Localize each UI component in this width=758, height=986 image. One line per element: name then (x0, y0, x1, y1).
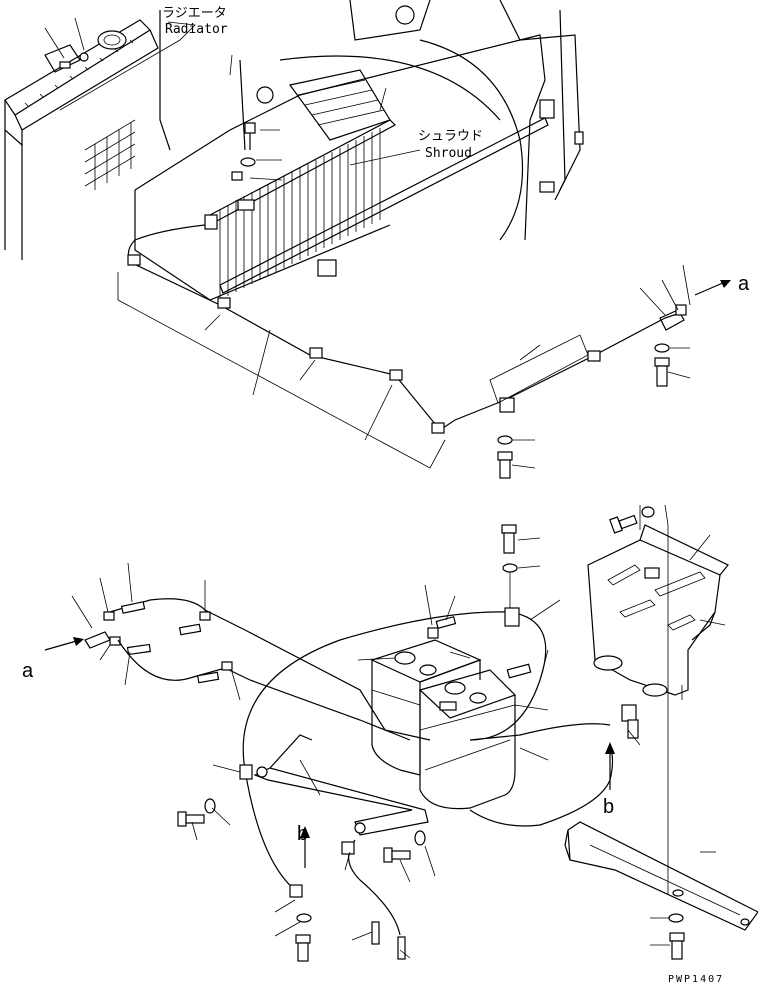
callout-labels: ラジエータ Radiator シュラウド Shroud a a b b PWP1… (22, 6, 750, 985)
connector-a-label-top: a (738, 273, 750, 295)
shroud-label-en: Shroud (425, 146, 472, 161)
radiator-label-jp: ラジエータ (162, 6, 227, 21)
hose-clamp (127, 254, 601, 434)
drawing-code: PWP1407 (668, 974, 724, 985)
radiator-label-en: Radiator (165, 22, 228, 37)
reservoir-assembly (44, 504, 758, 962)
connector-b-label-left: b (297, 823, 308, 845)
connector-b-label-right: b (603, 796, 614, 818)
top-hose-route (117, 224, 731, 479)
connector-a-label-left: a (22, 660, 34, 682)
shroud-label-jp: シュラウド (418, 129, 483, 144)
radiator-assembly (4, 0, 584, 301)
